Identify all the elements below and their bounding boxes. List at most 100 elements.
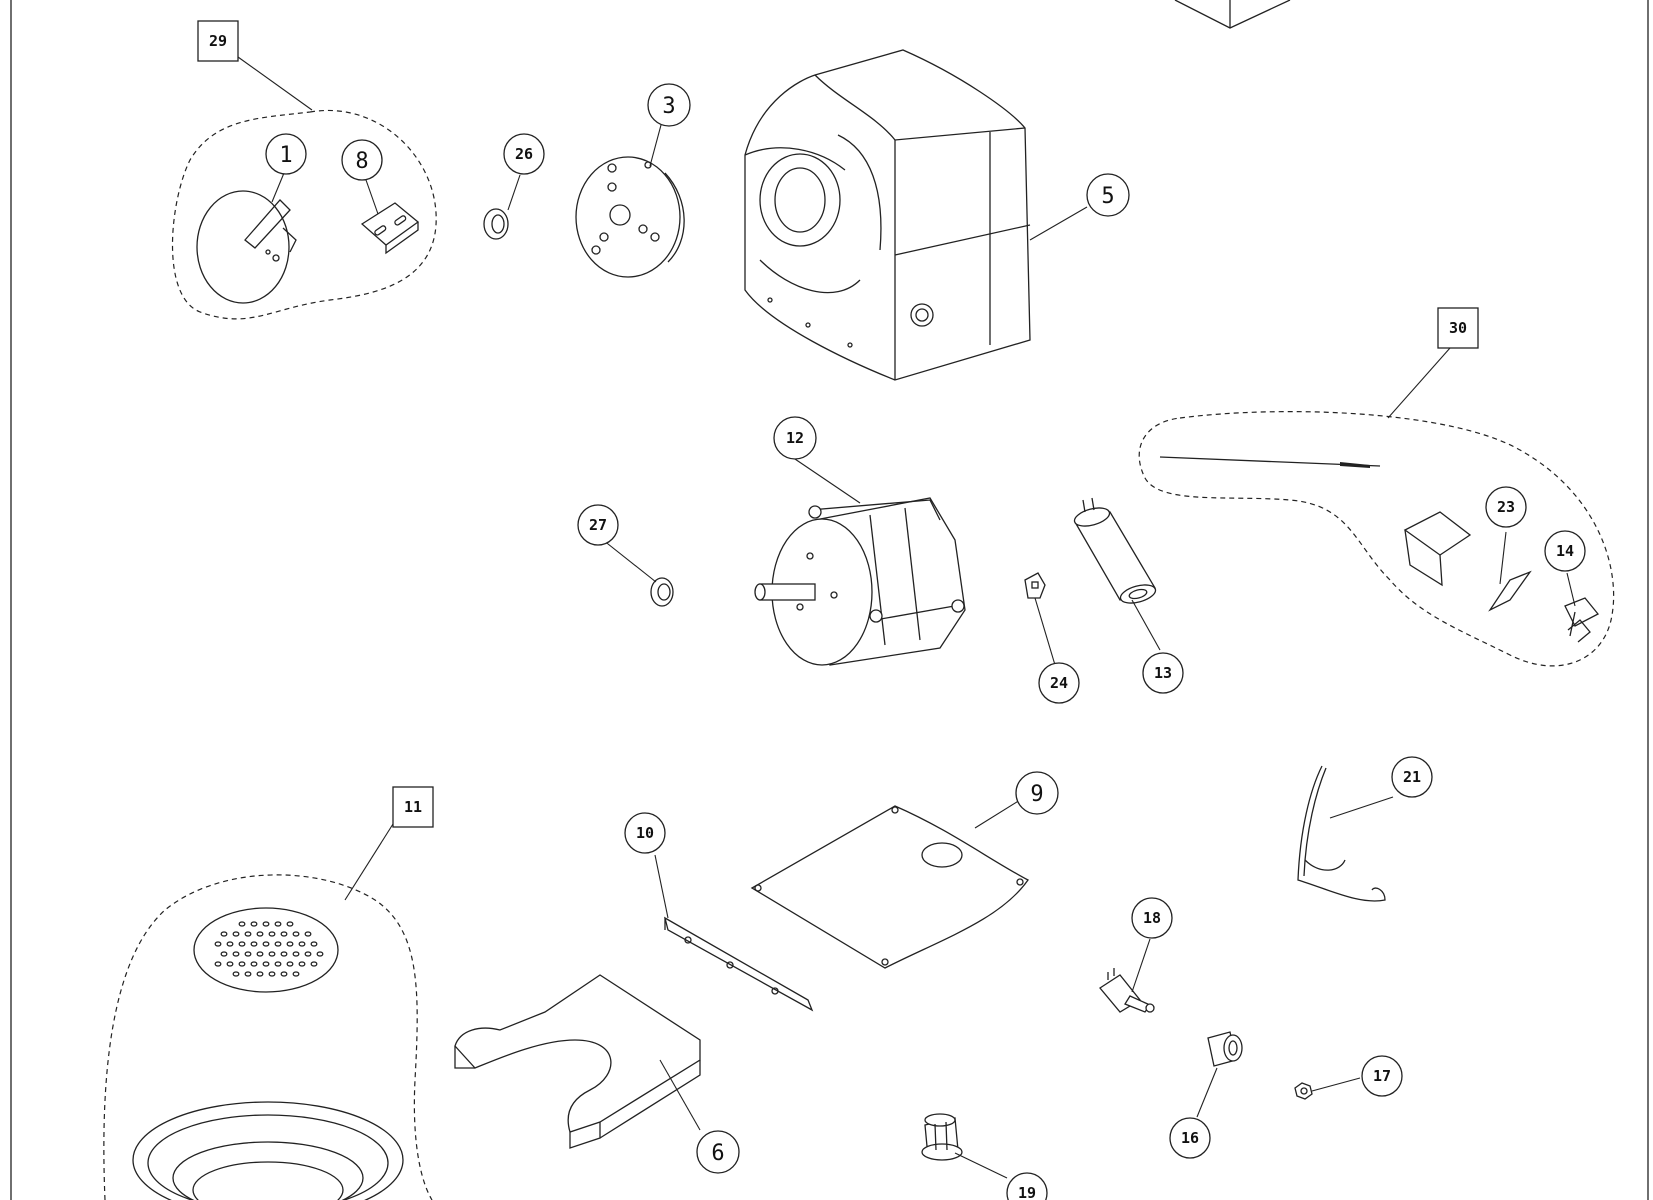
- callout-21-label: 21: [1403, 768, 1421, 786]
- part-19-plug: [921, 1113, 963, 1161]
- callout-12: 12: [773, 416, 817, 460]
- part-18-switch: [1099, 968, 1155, 1013]
- grille-hole: [274, 921, 282, 927]
- callout-27: 27: [577, 504, 619, 546]
- callout-6: 6: [696, 1130, 740, 1174]
- grille-hole: [280, 931, 288, 937]
- callout-5: 5: [1086, 173, 1130, 217]
- callout-23-label: 23: [1497, 498, 1515, 516]
- group-11-outline: [103, 874, 433, 1200]
- grille-hole: [256, 931, 264, 937]
- grille-hole: [274, 961, 282, 967]
- callout-5-label: 5: [1101, 184, 1114, 209]
- part-12-motor: [754, 497, 966, 666]
- grille-hole: [298, 941, 306, 947]
- callout-1-label: 1: [279, 143, 292, 168]
- part-11-grille: [193, 907, 339, 993]
- part-10-strip: [663, 916, 814, 1012]
- callout-14-label: 14: [1556, 542, 1574, 560]
- callout-27-label: 27: [589, 516, 607, 534]
- callout-18-label: 18: [1143, 909, 1161, 927]
- grille-hole: [232, 971, 240, 977]
- part-21-spring-clip: [1297, 765, 1386, 902]
- grille-hole: [292, 951, 300, 957]
- callout-16-label: 16: [1181, 1129, 1199, 1147]
- part-30-wire: [1159, 456, 1381, 468]
- grille-hole: [244, 971, 252, 977]
- callout-23: 23: [1485, 486, 1527, 528]
- leader-lines: [237, 56, 1576, 1179]
- grille-hole: [292, 931, 300, 937]
- grille-hole: [292, 971, 300, 977]
- grille-hole: [262, 941, 270, 947]
- part-6-fork-bracket: [454, 974, 701, 1149]
- callout-11-label: 11: [404, 798, 422, 816]
- callout-6-label: 6: [711, 1141, 724, 1166]
- callout-10: 10: [624, 812, 666, 854]
- grille-hole: [316, 951, 324, 957]
- group-30-outline: [1138, 411, 1615, 667]
- callout-17: 17: [1361, 1055, 1403, 1097]
- callout-26: 26: [503, 133, 545, 175]
- callout-12-label: 12: [786, 429, 804, 447]
- group-29-outline: [171, 109, 437, 320]
- grille-hole: [268, 971, 276, 977]
- part-23-plate: [1488, 570, 1532, 612]
- part-24-connector: [1024, 572, 1046, 599]
- grille-hole: [214, 941, 222, 947]
- grille-hole: [214, 961, 222, 967]
- callout-19-label: 19: [1018, 1184, 1036, 1200]
- callout-18: 18: [1131, 897, 1173, 939]
- callout-8: 8: [341, 139, 383, 181]
- part-1-disc: [196, 190, 297, 304]
- part-30-bracket: [1403, 511, 1472, 587]
- part-5-housing: [744, 49, 1031, 381]
- part-8-plate: [360, 202, 420, 255]
- grille-hole: [220, 951, 228, 957]
- callout-30-label: 30: [1449, 319, 1467, 337]
- part-top-box-partial: [1174, 0, 1291, 29]
- part-3-mounting-plate: [575, 156, 685, 278]
- grille-hole: [286, 941, 294, 947]
- grille-hole: [238, 961, 246, 967]
- grille-hole: [262, 921, 270, 927]
- grille-hole: [250, 921, 258, 927]
- callout-9-label: 9: [1030, 782, 1043, 807]
- grille-hole: [274, 941, 282, 947]
- callout-17-label: 17: [1373, 1067, 1391, 1085]
- callout-24-label: 24: [1050, 674, 1068, 692]
- part-26-grommet: [483, 208, 509, 240]
- callout-19: 19: [1006, 1172, 1048, 1200]
- part-13-capacitor: [1073, 497, 1157, 604]
- part-17-nut: [1294, 1082, 1313, 1100]
- grille-hole: [250, 961, 258, 967]
- grille-hole: [268, 951, 276, 957]
- callout-10-label: 10: [636, 824, 654, 842]
- grille-hole: [304, 951, 312, 957]
- callout-3: 3: [647, 83, 691, 127]
- callout-11: 11: [392, 786, 434, 828]
- grille-hole: [238, 921, 246, 927]
- part-16-bushing: [1207, 1031, 1243, 1067]
- callout-14: 14: [1544, 530, 1586, 572]
- callout-13-label: 13: [1154, 664, 1172, 682]
- callout-30: 30: [1437, 307, 1479, 349]
- grille-hole: [244, 931, 252, 937]
- grille-hole: [244, 951, 252, 957]
- grille-hole: [298, 961, 306, 967]
- grille-hole: [256, 951, 264, 957]
- grille-hole: [250, 941, 258, 947]
- callout-3-label: 3: [662, 94, 675, 119]
- part-9-cover-plate: [750, 805, 1029, 969]
- grille-hole: [286, 961, 294, 967]
- grille-hole: [232, 951, 240, 957]
- grille-hole: [256, 971, 264, 977]
- part-14-clip: [1564, 597, 1600, 643]
- callout-29-label: 29: [209, 32, 227, 50]
- part-27-ring: [650, 577, 674, 607]
- grille-hole: [310, 961, 318, 967]
- callout-26-label: 26: [515, 145, 533, 163]
- grille-hole: [268, 931, 276, 937]
- callout-21: 21: [1391, 756, 1433, 798]
